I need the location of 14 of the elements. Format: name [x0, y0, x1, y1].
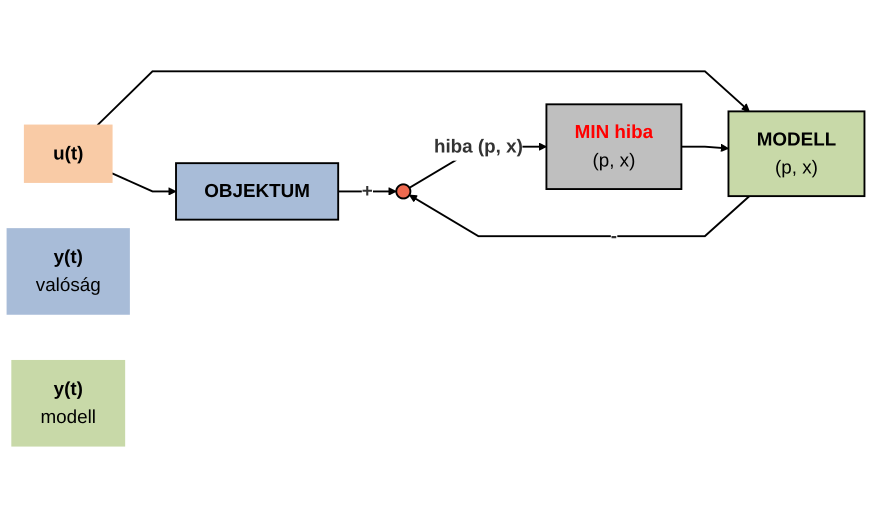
arrow	[96, 70, 750, 126]
arrow	[111, 172, 176, 196]
arrow	[409, 194, 750, 238]
node-box: MODELL (p, x)	[728, 110, 866, 198]
edge-label: -	[610, 226, 618, 246]
edge-label: hiba (p, x)	[434, 136, 523, 158]
arrow	[681, 144, 729, 152]
node-box: MIN hiba (p, x)	[545, 103, 682, 190]
node-box: y(t) modell	[11, 360, 126, 447]
node-box: OBJEKTUM	[175, 162, 340, 221]
node-box: u(t)	[24, 124, 113, 183]
node-circle	[395, 183, 412, 200]
edge-label: +	[362, 181, 373, 202]
node-box: y(t) valóság	[6, 228, 130, 315]
